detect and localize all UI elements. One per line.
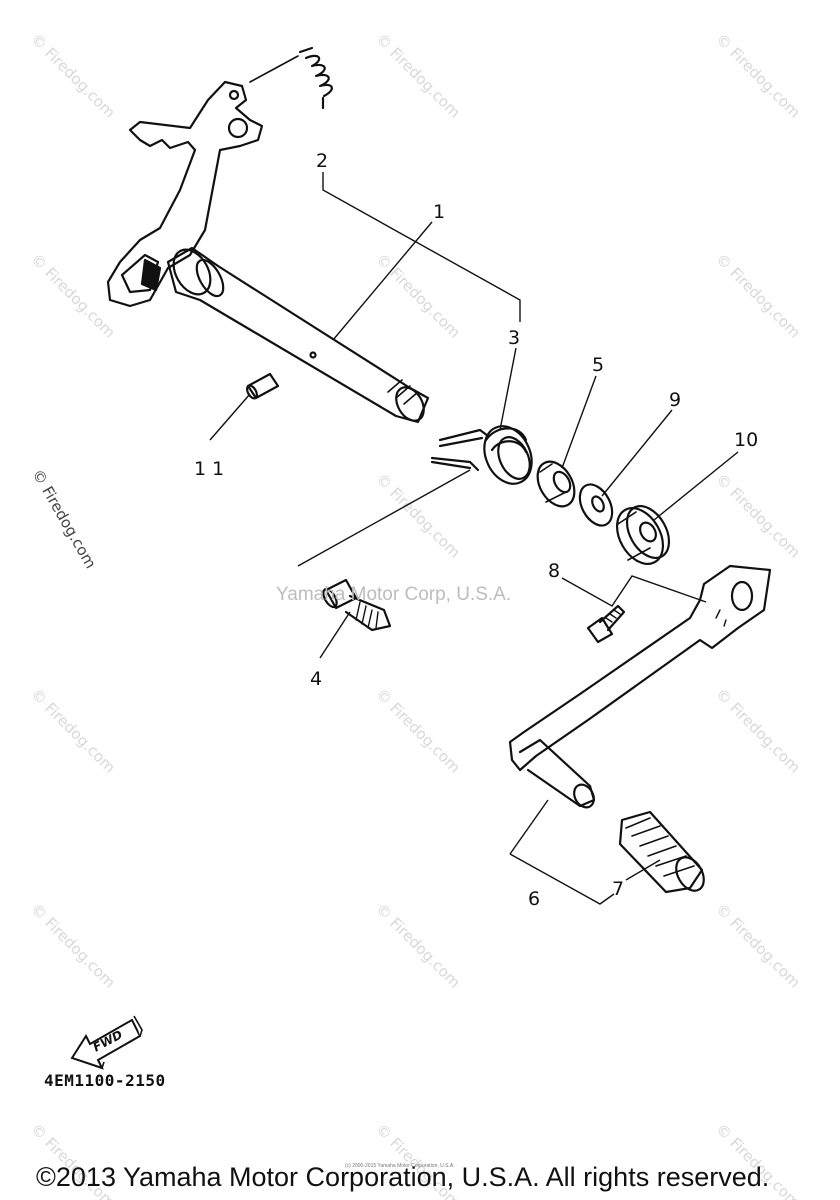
leader-11 <box>209 393 251 441</box>
leader-4 <box>319 611 351 659</box>
torsion-spring-part-3 <box>430 425 533 485</box>
part-callout-3: 3 <box>508 327 521 349</box>
leader-10 <box>653 451 739 521</box>
bolt-part-8 <box>586 604 626 644</box>
dowel-pin-part-11 <box>245 372 280 400</box>
washer-part-9 <box>578 483 614 527</box>
leader-2-3 <box>322 172 521 322</box>
pedal-rubber-part-7 <box>618 810 705 894</box>
grommet-part-10 <box>615 505 671 565</box>
part-callout-1: 1 <box>433 201 446 223</box>
leader-4-stud <box>297 469 471 567</box>
leader-5 <box>561 375 597 469</box>
copyright-footer: ©2013 Yamaha Motor Corporation, U.S.A. A… <box>36 1162 770 1192</box>
leader-9 <box>601 409 673 497</box>
pedal-peg <box>518 738 596 808</box>
part-callout-6: 6 <box>528 888 541 910</box>
part-callout-4: 4 <box>310 668 323 690</box>
leader-3 <box>499 347 517 431</box>
leader-1 <box>332 221 433 341</box>
part-callout-11: 1 1 <box>194 458 225 480</box>
part-code: 4EM1100-2150 <box>44 1071 166 1090</box>
part-callout-8: 8 <box>548 560 561 582</box>
fwd-arrow-icon <box>70 1015 143 1070</box>
part-callout-10: 10 <box>734 429 759 451</box>
center-watermark: Yamaha Motor Corp, U.S.A. <box>276 584 512 605</box>
small-spring-part-2 <box>249 46 333 110</box>
part-callout-9: 9 <box>669 389 682 411</box>
shift-arm-plate <box>106 80 264 308</box>
shift-pedal-part-6 <box>508 564 772 809</box>
part-callout-5: 5 <box>592 354 605 376</box>
leader-6 <box>509 799 549 855</box>
collar-part-5 <box>536 460 576 508</box>
part-callout-2: 2 <box>316 150 329 172</box>
stud-bolt-part-4 <box>322 578 392 632</box>
leader-8 <box>561 575 707 607</box>
part-callout-7: 7 <box>612 878 625 900</box>
leader-7 <box>625 859 661 881</box>
leader-6-7 <box>509 853 615 905</box>
tiny-copyright-note: (c) 2000-2015 Yamaha Motor Corporation, … <box>345 1163 455 1169</box>
